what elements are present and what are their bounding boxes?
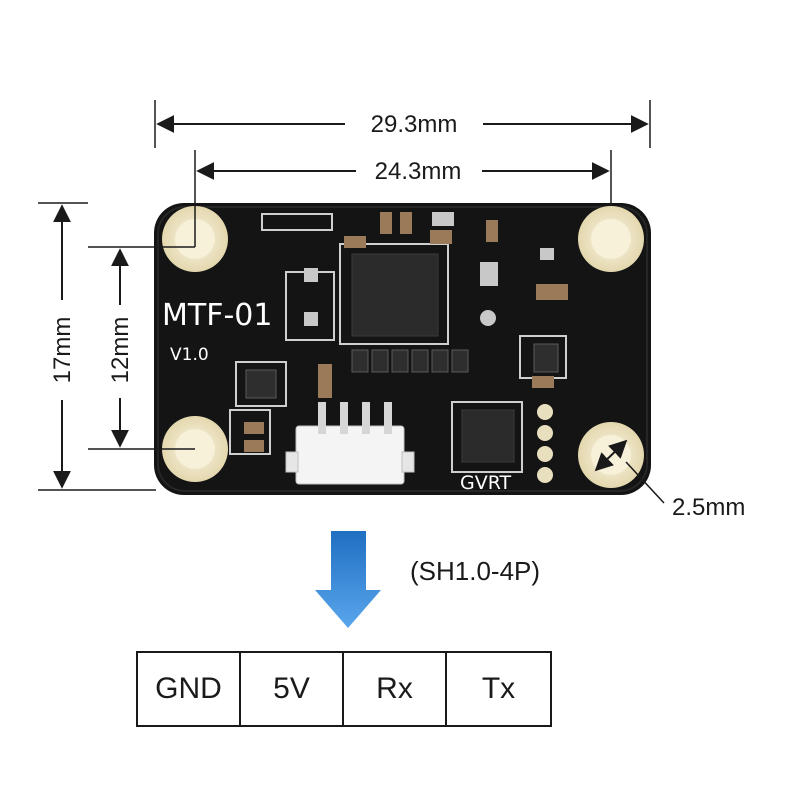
- hole-spacing-height-label: 12mm: [107, 317, 134, 384]
- sh1-connector: [285, 402, 415, 485]
- pin-5v: 5V: [241, 653, 344, 725]
- silkscreen-outlines: [229, 213, 567, 473]
- pin-gnd: GND: [138, 653, 241, 725]
- mounting-hole-top-right: [578, 206, 644, 272]
- secondary-ic: [461, 409, 515, 463]
- through-hole-pads: [537, 404, 553, 483]
- smd-components: [244, 212, 568, 452]
- overall-height-label: 17mm: [49, 317, 76, 384]
- board-maker-label: GVRT: [460, 472, 512, 494]
- extension-lines: [38, 100, 651, 491]
- board-model-label: MTF-01: [162, 298, 272, 333]
- resistor-array: [245, 343, 559, 399]
- dimension-hole-spacing-width: 24.3mm: [196, 158, 610, 185]
- connector-type-label: (SH1.0-4P): [410, 556, 541, 586]
- pin-tx: Tx: [481, 672, 516, 705]
- dimension-overall-height: 17mm: [49, 204, 76, 489]
- hole-diameter-label: 2.5mm: [672, 494, 745, 521]
- main-ic: [351, 253, 439, 337]
- pin-rx: Rx: [344, 653, 447, 725]
- dimension-overall-width: 29.3mm: [156, 111, 649, 138]
- hole-spacing-width-label: 24.3mm: [375, 158, 462, 185]
- pinout-table: GND 5V Rx Tx: [136, 651, 552, 727]
- down-arrow-icon: [315, 531, 381, 628]
- pcb-board: MTF-01 V1.0 GVRT: [154, 203, 651, 495]
- dimension-hole-spacing-height: 12mm: [107, 248, 134, 448]
- overall-width-label: 29.3mm: [371, 111, 458, 138]
- dimension-hole-diameter: 2.5mm: [594, 439, 745, 521]
- board-version-label: V1.0: [170, 345, 209, 365]
- smd-silver-components: [304, 212, 554, 326]
